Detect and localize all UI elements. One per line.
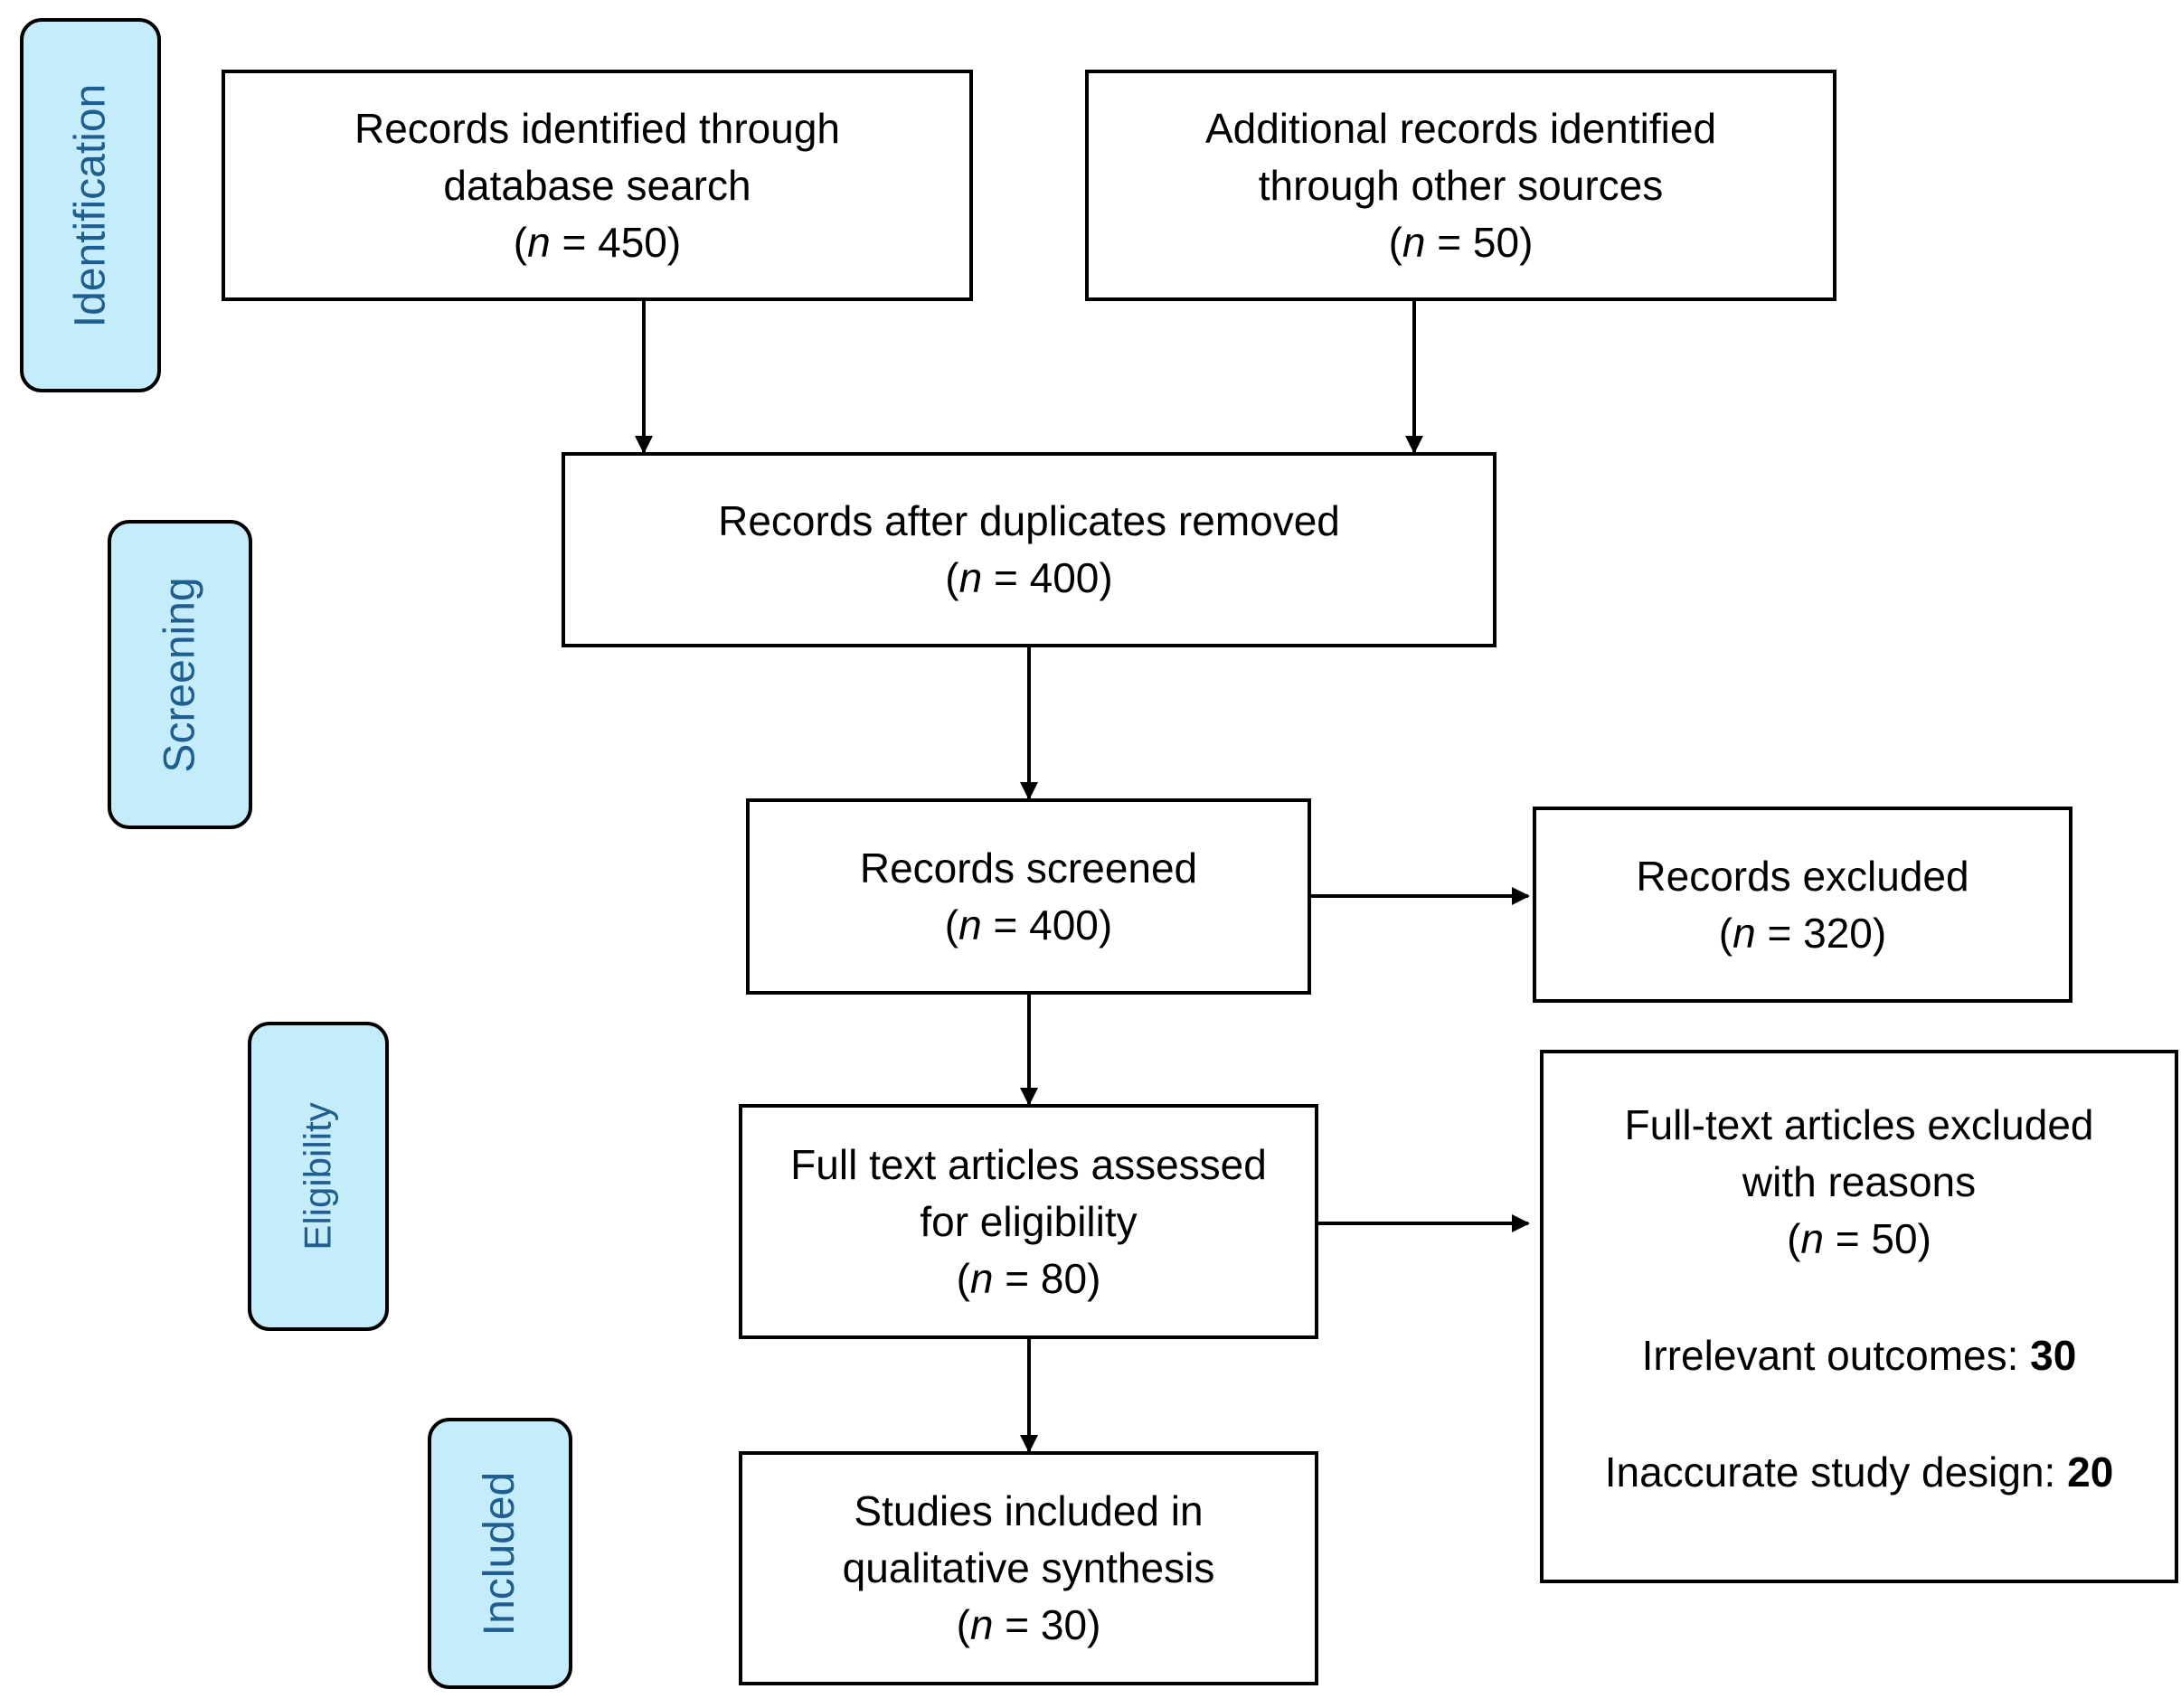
n-symbol: n — [1733, 909, 1756, 957]
box-full-text-assessed: Full text articles assessed for eligibil… — [739, 1104, 1318, 1339]
box-text-line: Full-text articles excluded — [1624, 1100, 2094, 1148]
count-value: 400 — [1029, 901, 1099, 948]
box-studies-included: Studies included in qualitative synthesi… — [739, 1451, 1318, 1685]
box-records-excluded: Records excluded (n = 320) — [1533, 807, 2072, 1003]
box-text-line: Records screened — [859, 844, 1198, 892]
box-full-text-excluded: Full-text articles excluded with reasons… — [1540, 1050, 2178, 1583]
reason-count: 30 — [2030, 1331, 2077, 1379]
count-value: 30 — [1040, 1601, 1088, 1648]
box-text-line: through other sources — [1258, 161, 1664, 209]
count-line: (n = 80) — [956, 1254, 1101, 1302]
count-value: 400 — [1029, 554, 1100, 601]
box-text-line: Records excluded — [1636, 852, 1969, 900]
count-line: (n = 50) — [1388, 218, 1534, 266]
box-text-line: Full text articles assessed — [790, 1140, 1267, 1188]
reason-label: Inaccurate study design: — [1604, 1448, 2068, 1496]
n-symbol: n — [958, 901, 982, 948]
count-line: (n = 450) — [513, 218, 682, 266]
box-duplicates-removed: Records after duplicates removed (n = 40… — [562, 452, 1496, 647]
stage-included: Included — [428, 1418, 572, 1689]
n-symbol: n — [969, 1601, 994, 1648]
reason-count: 20 — [2067, 1448, 2114, 1496]
stage-eligibility: Eligibility — [248, 1022, 389, 1331]
n-symbol: n — [1800, 1214, 1824, 1262]
n-symbol: n — [1402, 218, 1426, 266]
stage-eligibility-label: Eligibility — [297, 1102, 340, 1250]
count-line: (n = 320) — [1718, 909, 1887, 957]
stage-screening-label: Screening — [156, 576, 204, 773]
box-text-line: Records identified through — [354, 104, 840, 152]
box-text-line: with reasons — [1742, 1157, 1977, 1205]
box-database-search: Records identified through database sear… — [222, 70, 973, 301]
count-value: 50 — [1871, 1214, 1918, 1262]
box-text-line: Records after duplicates removed — [718, 497, 1340, 544]
count-value: 50 — [1472, 218, 1520, 266]
stage-included-label: Included — [476, 1471, 524, 1636]
stage-identification: Identification — [20, 18, 161, 392]
box-text-line: Studies included in — [854, 1487, 1204, 1534]
box-text-line: for eligibility — [920, 1197, 1138, 1245]
stage-identification-label: Identification — [66, 83, 115, 327]
box-other-sources: Additional records identified through ot… — [1085, 70, 1836, 301]
exclusion-reason: Inaccurate study design: 20 — [1605, 1444, 2114, 1501]
reason-label: Irrelevant outcomes: — [1641, 1331, 2031, 1379]
exclusion-reason: Irrelevant outcomes: 30 — [1642, 1327, 2077, 1384]
count-line: (n = 400) — [944, 901, 1113, 948]
box-records-screened: Records screened (n = 400) — [746, 798, 1311, 995]
count-line: (n = 50) — [1787, 1214, 1931, 1262]
n-symbol: n — [527, 218, 551, 266]
stage-screening: Screening — [108, 520, 252, 829]
count-value: 80 — [1040, 1254, 1088, 1302]
count-line: (n = 30) — [956, 1601, 1101, 1648]
box-text-line: qualitative synthesis — [842, 1544, 1215, 1591]
box-text-line: database search — [443, 161, 751, 209]
count-line: (n = 400) — [945, 554, 1113, 601]
n-symbol: n — [958, 554, 983, 601]
n-symbol: n — [969, 1254, 994, 1302]
count-value: 320 — [1803, 909, 1873, 957]
count-value: 450 — [598, 218, 667, 266]
box-text-line: Additional records identified — [1204, 104, 1717, 152]
